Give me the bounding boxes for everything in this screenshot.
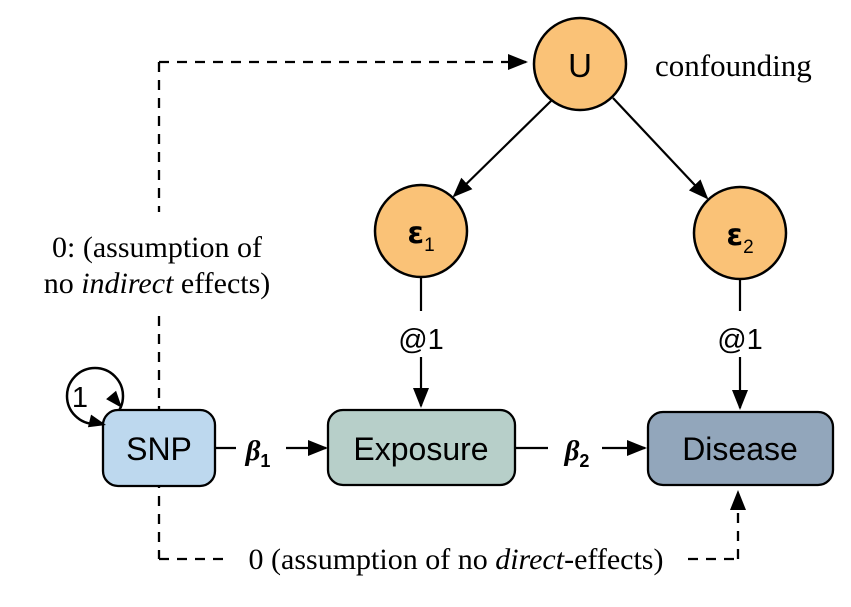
error2-subscript: 2 [743,237,754,258]
no-indirect-line2-prefix: no [44,267,82,300]
node-snp [101,408,217,488]
beta2-symbol: β [564,435,580,467]
snp-variance-loop-arrowhead-left [87,414,106,428]
node-error2-label: ε2 [726,218,753,258]
no-direct-suffix: -effects) [564,543,663,576]
snp-variance-label: 1 [72,382,88,414]
no-direct-annotation: 0 (assumption of no direct-effects) [249,543,664,576]
node-error1-label: ε1 [407,216,434,256]
beta1-symbol: β [245,435,261,467]
node-error2 [692,185,788,281]
error1-loading-label: @1 [398,324,444,356]
node-confounder [532,16,628,112]
beta1-label: β1 [245,435,271,471]
no-indirect-annotation-line1: 0: (assumption of [52,231,262,264]
confounding-annotation: confounding [655,48,812,83]
node-snp-label: SNP [126,431,192,467]
error2-loading-label: @1 [717,324,763,356]
no-direct-emphasis: direct [495,543,565,576]
node-error1 [373,183,469,279]
node-disease [646,410,835,487]
node-exposure-label: Exposure [353,431,488,467]
snp-variance-loop-arrowhead-top [106,390,122,408]
no-direct-constraint-path [159,490,746,561]
no-indirect-line2-emphasis: indirect [81,267,174,300]
node-disease-label: Disease [682,431,798,467]
no-direct-prefix: 0 (assumption of no [249,543,496,576]
no-indirect-line2-suffix: effects) [173,267,270,300]
no-indirect-constraint-path [157,54,528,559]
edge-confounder-to-error2 [612,97,709,200]
node-exposure [326,408,517,487]
beta2-label: β2 [564,435,590,471]
error1-subscript: 1 [424,235,435,256]
error1-symbol: ε [407,216,424,251]
edge-confounder-to-error1 [452,99,553,198]
error2-symbol: ε [726,218,743,253]
no-indirect-annotation-line2: no indirect effects) [44,267,271,300]
beta2-subscript: 2 [579,451,589,471]
beta1-subscript: 1 [260,451,270,471]
node-confounder-label: U [568,47,592,84]
